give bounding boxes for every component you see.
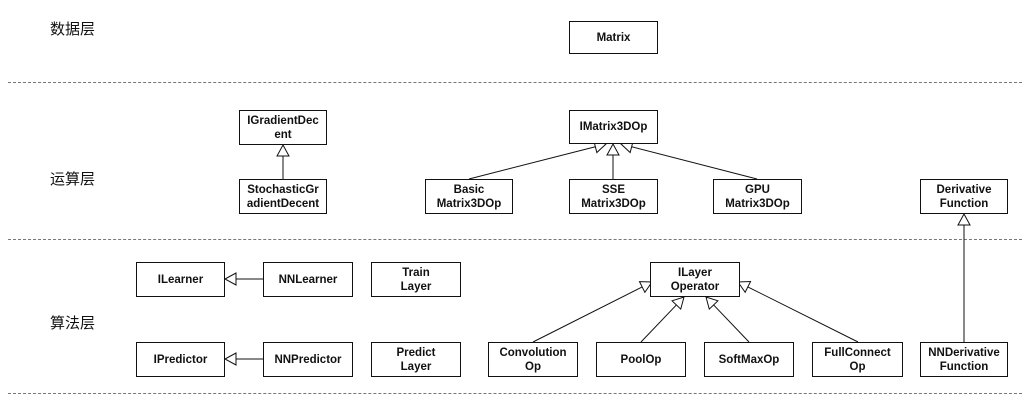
box-label-line: GPU xyxy=(745,183,770,196)
box-label-line: Op xyxy=(525,360,541,373)
sse-to-imatrix-arrowhead xyxy=(606,142,620,156)
box-label-line: Train xyxy=(402,266,430,279)
box-label-line: Matrix xyxy=(596,31,631,44)
box-label-line: Operator xyxy=(670,280,720,293)
ipredictor-box: IPredictor xyxy=(136,342,225,377)
box-label-line: Layer xyxy=(400,280,432,293)
matrix-box: Matrix xyxy=(569,21,658,54)
box-label-line: IPredictor xyxy=(153,353,208,366)
box-label-line: SoftMaxOp xyxy=(718,353,780,366)
box-label-line: IMatrix3DOp xyxy=(579,121,648,133)
nnderivative-to-derivative-arrowhead xyxy=(957,212,971,226)
convolution-to-ilayer-line xyxy=(532,286,643,343)
layer-label-data: 数据层 xyxy=(50,20,96,38)
box-label-line: Matrix3DOp xyxy=(581,197,646,210)
poolop-to-ilayer-arrowhead xyxy=(671,296,685,311)
softmax-to-ilayer-arrowhead xyxy=(705,296,719,311)
imatrix3dop-box: IMatrix3DOp xyxy=(569,110,658,144)
layer-label-compute: 运算层 xyxy=(50,170,96,188)
layer-separator xyxy=(8,393,1022,394)
box-label-line: adientDecent xyxy=(246,197,320,210)
nnpredictor-box: NNPredictor xyxy=(263,342,353,377)
fullconnect-to-ilayer-line xyxy=(747,286,859,343)
box-label-line: SSE xyxy=(601,183,625,196)
box-label-line: Matrix3DOp xyxy=(436,197,502,210)
box-label-line: NNLearner xyxy=(278,273,338,286)
box-label-line: IGradientDec xyxy=(247,114,319,127)
nnpredictor-to-ipredictor-arrowhead xyxy=(223,352,237,366)
poolop-to-ilayer-line xyxy=(640,304,677,343)
box-label-line: ILayer xyxy=(678,266,712,279)
box-label-line: Function xyxy=(939,360,989,373)
box-label-line: Convolution xyxy=(499,346,567,359)
softmaxop-box: SoftMaxOp xyxy=(704,342,794,377)
ilearner-box: ILearner xyxy=(136,262,225,297)
layer-separator xyxy=(8,239,1022,240)
box-label-line: PoolOp xyxy=(620,353,662,366)
box-label-line: Basic xyxy=(453,183,485,196)
box-label-line: NNDerivative xyxy=(928,346,1000,359)
sgd-to-igradient-arrowhead xyxy=(276,143,290,157)
layer-separator xyxy=(8,82,1022,83)
nnlearner-box: NNLearner xyxy=(263,262,353,297)
softmax-to-ilayer-line xyxy=(713,304,750,343)
fullconnect-to-ilayer-arrowhead xyxy=(737,281,752,294)
gpu-to-imatrix-line xyxy=(631,146,758,180)
layer-label-algorithm: 算法层 xyxy=(50,314,96,332)
box-label-line: FullConnect xyxy=(824,346,891,359)
box-label-line: Predict xyxy=(396,346,436,359)
box-label-line: Op xyxy=(849,360,866,373)
box-label-line: StochasticGr xyxy=(247,183,319,196)
convolution-to-ilayer-arrowhead xyxy=(638,281,653,294)
box-label-line: NNPredictor xyxy=(274,353,342,366)
box-label-line: ent xyxy=(274,128,292,141)
basic-to-imatrix-line xyxy=(468,146,596,180)
box-label-line: Matrix3DOp xyxy=(725,197,790,210)
nnlearner-to-ilearner-arrowhead xyxy=(223,272,237,286)
box-label-line: Derivative xyxy=(936,183,992,196)
poolop-box: PoolOp xyxy=(596,342,686,377)
box-label-line: Function xyxy=(939,197,989,210)
box-label-line: ILearner xyxy=(157,273,204,286)
box-label-line: Layer xyxy=(400,360,432,373)
